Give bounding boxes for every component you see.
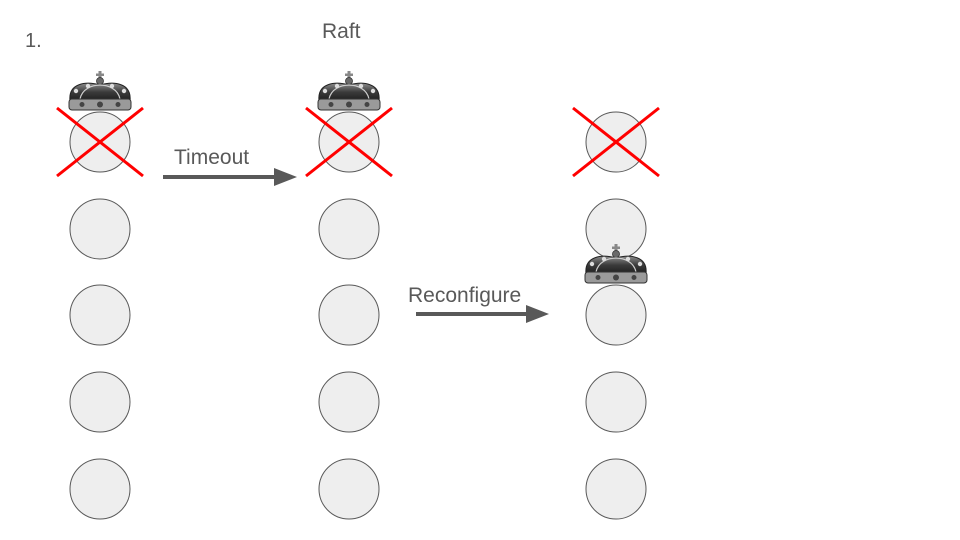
- server-node: [318, 198, 380, 260]
- server-node: [585, 458, 647, 520]
- slide-number: 1.: [25, 30, 42, 52]
- crown-icon: [317, 70, 381, 111]
- server-node: [69, 198, 131, 260]
- server-node: [69, 284, 131, 346]
- timeout-label: Timeout: [174, 146, 250, 169]
- cluster-initial: [56, 70, 144, 520]
- server-node: [585, 371, 647, 433]
- slide-title: Raft: [322, 20, 361, 43]
- reconfigure-arrow: [416, 305, 549, 323]
- timeout-arrow: [163, 168, 297, 186]
- red-cross-icon: [305, 106, 393, 178]
- server-node: [318, 284, 380, 346]
- server-node: [318, 458, 380, 520]
- crown-icon: [68, 70, 132, 111]
- cluster-after-reconfigure: [572, 106, 660, 520]
- cluster-after-timeout: [305, 70, 393, 520]
- server-node: [69, 458, 131, 520]
- red-cross-icon: [56, 106, 144, 178]
- server-node: [318, 371, 380, 433]
- server-node: [585, 284, 647, 346]
- nodes-layer: [56, 70, 660, 520]
- server-node: [69, 371, 131, 433]
- red-cross-icon: [572, 106, 660, 178]
- reconfigure-label: Reconfigure: [408, 284, 522, 307]
